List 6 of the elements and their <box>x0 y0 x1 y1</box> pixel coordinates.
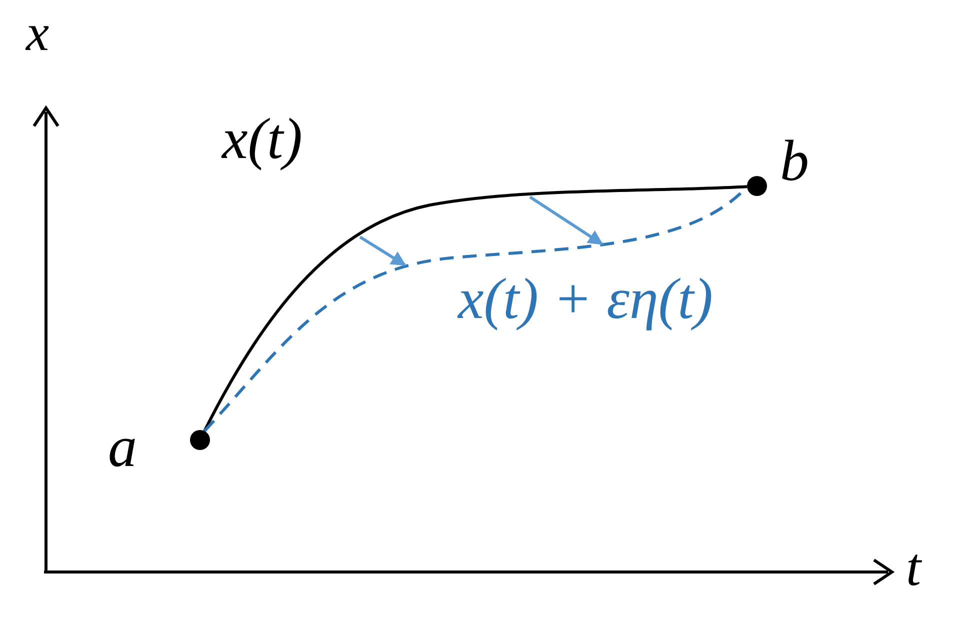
axis-label: x <box>26 8 50 60</box>
curve-label: x(t) + εη(t) <box>458 270 713 328</box>
axis-label: t <box>906 540 922 594</box>
point-label: b <box>780 132 809 190</box>
curve-label: x(t) <box>222 110 302 168</box>
point-label: a <box>108 418 137 476</box>
